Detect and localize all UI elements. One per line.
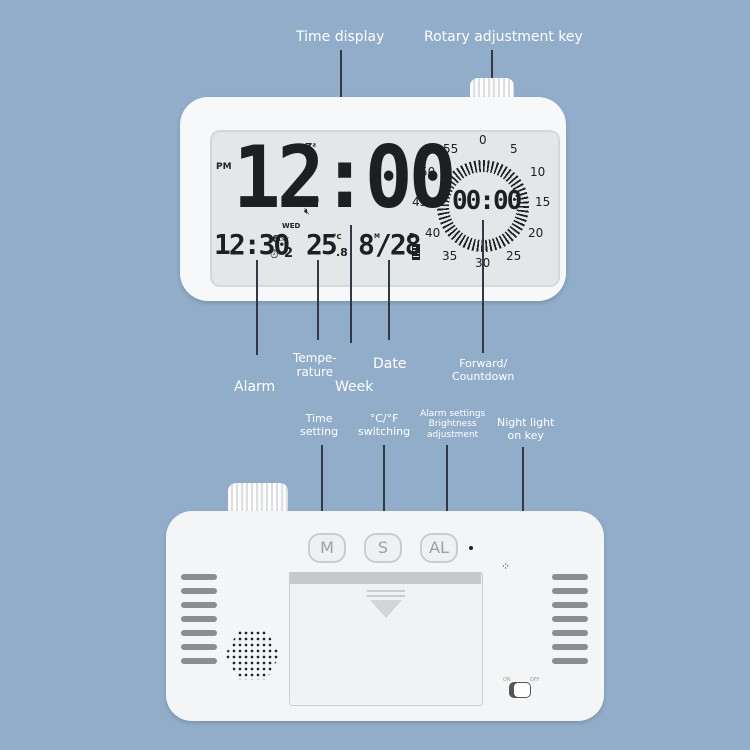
alarm-number: 2 (284, 246, 294, 261)
weekday: WED (282, 222, 301, 230)
vent-slot (552, 616, 588, 622)
dial-number: 45 (412, 195, 428, 209)
date-month: 8 (358, 228, 375, 261)
switch-knob[interactable] (514, 683, 530, 697)
pointer-line (383, 445, 385, 535)
label-date: Date (373, 356, 407, 372)
alarm-day: 6 (272, 234, 279, 245)
temperature-decimal: .8 (336, 246, 348, 259)
label-unit-switching: °C/°F switching (358, 412, 411, 438)
alarm-clock-icon: ⏰︎ (270, 248, 279, 261)
dial-number: 15 (535, 195, 551, 209)
timer-display: 00:00 (452, 186, 522, 216)
vent-slot (181, 616, 217, 622)
pm-indicator: PM (216, 162, 232, 172)
dial-number: 5 (510, 142, 518, 156)
mute-icon: 🔇︎ (304, 207, 310, 217)
slide-arrow-icon (367, 590, 405, 622)
day-label: DAY (279, 237, 289, 243)
vent-slot (552, 644, 588, 650)
vent-slot (552, 588, 588, 594)
dial-number: 25 (506, 249, 522, 263)
vent-slot (181, 588, 217, 594)
dial-number: 50 (420, 165, 436, 179)
label-temperature: Tempe- rature (293, 351, 337, 379)
vent-slot (181, 658, 217, 664)
pointer-line (388, 260, 390, 340)
label-week: Week (335, 379, 374, 395)
pointer-line (317, 260, 319, 340)
label-time-setting: Time setting (300, 412, 339, 438)
dial-number: 35 (442, 249, 458, 263)
pointer-line (256, 260, 258, 355)
vent-slot (552, 574, 588, 580)
switch-off-label: OFF (530, 677, 540, 683)
pointer-line (321, 445, 323, 535)
vent-slot (552, 602, 588, 608)
day-marker: D (409, 232, 415, 240)
led-cluster-icon: ⁘ (501, 560, 511, 573)
vent-slot (181, 630, 217, 636)
label-rotary-key: Rotary adjustment key (424, 29, 583, 45)
pointer-line (446, 445, 448, 535)
pointer-line (482, 220, 484, 353)
alarm-signal-icon: ((•)) (300, 196, 320, 206)
vent-slot (181, 644, 217, 650)
al-button[interactable]: AL (420, 533, 458, 563)
pointer-line (340, 50, 342, 140)
label-alarm: Alarm (234, 379, 276, 395)
temp-unit: °C (333, 233, 342, 241)
snooze-icon: Zᶻ (305, 142, 317, 153)
dial-number: 10 (530, 165, 546, 179)
dial-number: 55 (443, 142, 459, 156)
vent-slot (552, 658, 588, 664)
battery-door-edge (289, 572, 481, 584)
label-time-display: Time display (296, 29, 385, 45)
light-sensor-dot (469, 546, 473, 550)
switch-on-label: ON (503, 677, 511, 683)
label-night-light: Night light on key (497, 416, 555, 442)
vent-slot (181, 602, 217, 608)
battery-icon (412, 244, 420, 260)
vent-slot (552, 630, 588, 636)
alarm-time: 12:30 (214, 228, 290, 261)
pointer-line (491, 50, 493, 80)
month-marker: M (374, 233, 380, 240)
temperature: 25 (306, 228, 338, 261)
dial-number: 0 (479, 133, 487, 147)
pointer-line (350, 225, 352, 343)
main-time: 12:00 (233, 128, 456, 228)
s-button[interactable]: S (364, 533, 402, 563)
label-countdown: Forward/ Countdown (452, 357, 515, 383)
label-alarm-brightness: Alarm settings Brightness adjustment (420, 409, 486, 440)
m-button[interactable]: M (308, 533, 346, 563)
rotary-knob-back[interactable] (228, 483, 288, 513)
vent-slot (181, 574, 217, 580)
dial-number: 20 (528, 226, 544, 240)
battery-door[interactable] (289, 572, 483, 706)
dial-number: 40 (425, 226, 441, 240)
